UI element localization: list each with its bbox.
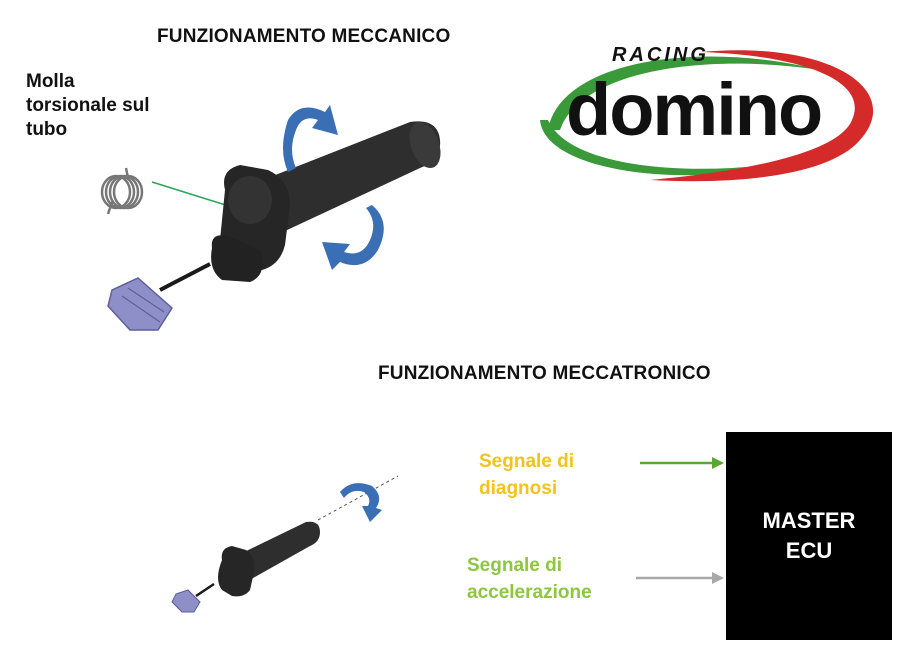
logo-domino-text: domino xyxy=(566,68,823,151)
master-ecu-box: MASTER ECU xyxy=(726,432,892,640)
diagnosis-signal-label: Segnale di diagnosi xyxy=(479,448,574,502)
acceleration-arrow xyxy=(636,572,724,584)
spring-label-line-1: Molla xyxy=(26,71,75,92)
logo-swoosh xyxy=(540,50,874,182)
spring-label-line-2: torsionale sul xyxy=(26,95,150,116)
connector-top xyxy=(107,277,173,331)
throttle-grip-bottom xyxy=(195,521,320,598)
mechanical-title: FUNZIONAMENTO MECCANICO xyxy=(157,26,451,47)
acceleration-signal-line-1: Segnale di xyxy=(467,555,563,576)
rotation-arrow-lower xyxy=(322,205,384,270)
diagnosis-signal-line-2: diagnosi xyxy=(479,478,558,499)
rotation-arrow-upper xyxy=(283,105,338,172)
logo-racing-text: RACING xyxy=(612,44,709,66)
torsion-spring xyxy=(100,167,144,215)
diagnosis-arrow xyxy=(640,457,724,469)
spring-label: Molla torsionale sul tubo xyxy=(26,70,186,142)
acceleration-signal-label: Segnale di accelerazione xyxy=(467,552,592,606)
mechatronic-title: FUNZIONAMENTO MECCATRONICO xyxy=(378,363,711,384)
rotation-arrow-bottom xyxy=(340,483,382,522)
ecu-label-line-2: ECU xyxy=(785,538,833,563)
throttle-grip-top xyxy=(159,121,441,292)
spring-label-line-3: tubo xyxy=(26,119,68,140)
ecu-label-line-1: MASTER xyxy=(762,508,856,533)
connector-bottom xyxy=(171,589,201,613)
diagnosis-signal-line-1: Segnale di xyxy=(479,451,575,472)
rotation-axis xyxy=(317,475,399,521)
logo-registered-mark: ® xyxy=(812,110,821,122)
acceleration-signal-line-2: accelerazione xyxy=(467,582,592,603)
